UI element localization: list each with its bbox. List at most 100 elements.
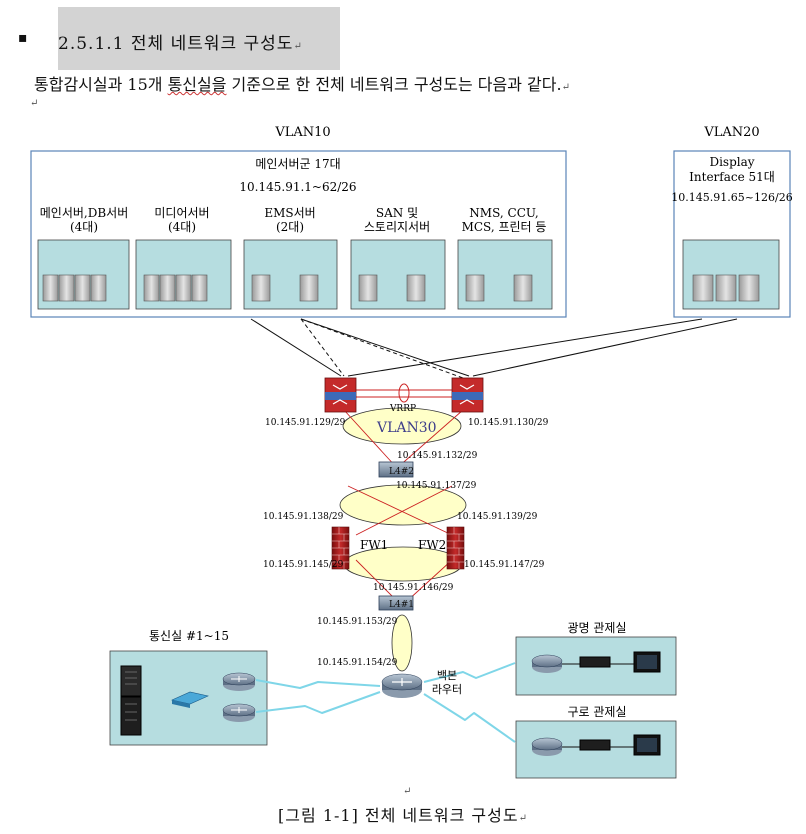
spellcheck-word: 통신실을: [167, 75, 227, 94]
figure-caption: [그림 1-1] 전체 네트워크 구성도↵: [278, 806, 528, 825]
server-rack-icon: [191, 274, 208, 302]
ip-label: 10.145.91.132/29: [397, 451, 478, 461]
server-tower-icon: [120, 665, 142, 736]
server-rack-icon: [42, 274, 59, 302]
firewall-1-icon: [331, 526, 350, 570]
router-icon: [531, 737, 563, 756]
server-group-label: EMS서버: [264, 206, 315, 220]
fw-cross-link: [347, 485, 453, 536]
backbone-router-icon: [381, 673, 423, 698]
ip-label: 10.145.91.147/29: [464, 560, 545, 570]
ip-label: 10.145.91.154/29: [317, 658, 398, 668]
server-rack-icon: [513, 274, 533, 302]
vlan20-title: Display: [709, 155, 754, 169]
fw2-label: FW2: [418, 538, 446, 552]
link-line: [300, 318, 470, 377]
firewall-2-icon: [446, 526, 465, 570]
vlan20-subtitle: Interface 51대: [689, 170, 775, 184]
intro-paragraph: 통합감시실과 15개 통신실을 기준으로 한 전체 네트워크 구성도는 다음과 …: [34, 75, 570, 94]
l4-bottom-label: L4#1: [389, 600, 414, 610]
l4-label: L4#2: [389, 467, 414, 477]
fw-cross-link: [355, 559, 399, 603]
control-room-1-label: 광명 관제실: [567, 621, 626, 635]
server-rack-icon: [299, 274, 319, 302]
wireless-link: [423, 662, 516, 683]
link-dashed: [300, 318, 464, 379]
server-rack-icon: [143, 274, 160, 302]
section-heading: 2.5.1.1 전체 네트워크 구성도↵: [58, 34, 303, 54]
ip-label: 10.145.91.146/29: [373, 583, 454, 593]
server-group-count: (4대): [168, 220, 196, 234]
router-link-ellipse: [391, 614, 413, 672]
fw-cross-link: [405, 559, 453, 603]
server-rack-icon: [175, 274, 192, 302]
wireless-link: [423, 693, 516, 743]
server-rack-icon: [90, 274, 107, 302]
backbone-router-label: 백본: [437, 669, 457, 682]
paragraph-mark: ↵: [30, 98, 39, 109]
backbone-router-label: 라우터: [432, 683, 462, 696]
server-rack-icon: [465, 274, 485, 302]
server-rack-icon: [159, 274, 176, 302]
fw-bottom-ellipse: [343, 546, 463, 582]
router-icon: [222, 672, 256, 691]
core-switch-left: [324, 377, 357, 413]
link-line: [250, 318, 342, 377]
monitor-icon: [633, 734, 661, 756]
l4-switch-icon: [378, 595, 414, 611]
server-rack-icon: [715, 274, 737, 302]
server-rack-icon: [406, 274, 426, 302]
comm-room-label: 통신실 #1~15: [149, 629, 229, 643]
heading-highlight: [58, 7, 340, 70]
ip-label: 10.145.91.145/29: [263, 560, 344, 570]
server-group-label: 메인서버,DB서버: [40, 206, 129, 220]
decoder-icon: [579, 656, 611, 668]
core-switch-right: [451, 377, 484, 413]
server-group-count: (4대): [70, 220, 98, 234]
vlan10-group-title: 메인서버군 17대: [255, 157, 340, 171]
server-group-count: (2대): [276, 220, 304, 234]
ip-label: 10.145.91.129/29: [265, 418, 346, 428]
ip-label: 10.145.91.139/29: [457, 512, 538, 522]
server-rack-icon: [251, 274, 271, 302]
server-group-label: SAN 및: [376, 206, 418, 220]
monitor-icon: [633, 651, 661, 673]
hub-icon: [171, 691, 209, 708]
vrrp-ring: [398, 383, 410, 403]
router-icon: [531, 654, 563, 673]
core-link: [343, 409, 398, 469]
vrrp-label: VRRP: [389, 404, 416, 414]
paragraph-mark: ↵: [403, 786, 412, 797]
bullet-marker: ▪: [18, 30, 28, 46]
vlan30-ellipse: [342, 407, 462, 445]
server-group-count: 스토리지서버: [364, 220, 430, 234]
server-group-label: NMS, CCU,: [469, 206, 538, 220]
fw-cross-link: [355, 485, 453, 536]
wireless-link: [255, 691, 381, 714]
decoder-icon: [579, 739, 611, 751]
fw1-label: FW1: [360, 538, 388, 552]
server-rack-icon: [358, 274, 378, 302]
link-line: [472, 318, 738, 377]
ip-label: 10.145.91.138/29: [263, 512, 344, 522]
ip-label: 10.145.91.153/29: [317, 617, 398, 627]
link-line: [347, 318, 703, 377]
link-dashed: [300, 318, 345, 377]
l4-switch-icon: [378, 461, 414, 478]
vlan30-label: VLAN30: [376, 420, 437, 436]
server-rack-icon: [692, 274, 714, 302]
server-rack-icon: [58, 274, 75, 302]
vlan20-subnet: 10.145.91.65~126/26: [671, 191, 792, 204]
router-icon: [222, 703, 256, 722]
control-room-2-label: 구로 관제실: [567, 705, 626, 719]
ip-label: 10.145.91.130/29: [468, 418, 549, 428]
server-group-count: MCS, 프린터 등: [462, 220, 547, 234]
wireless-link: [255, 679, 381, 689]
server-rack-icon: [74, 274, 91, 302]
vlan20-label: VLAN20: [703, 125, 759, 140]
vlan10-subnet: 10.145.91.1~62/26: [239, 180, 356, 194]
server-rack-icon: [738, 274, 760, 302]
server-group-label: 미디어서버: [154, 206, 209, 220]
vlan10-label: VLAN10: [274, 125, 330, 140]
